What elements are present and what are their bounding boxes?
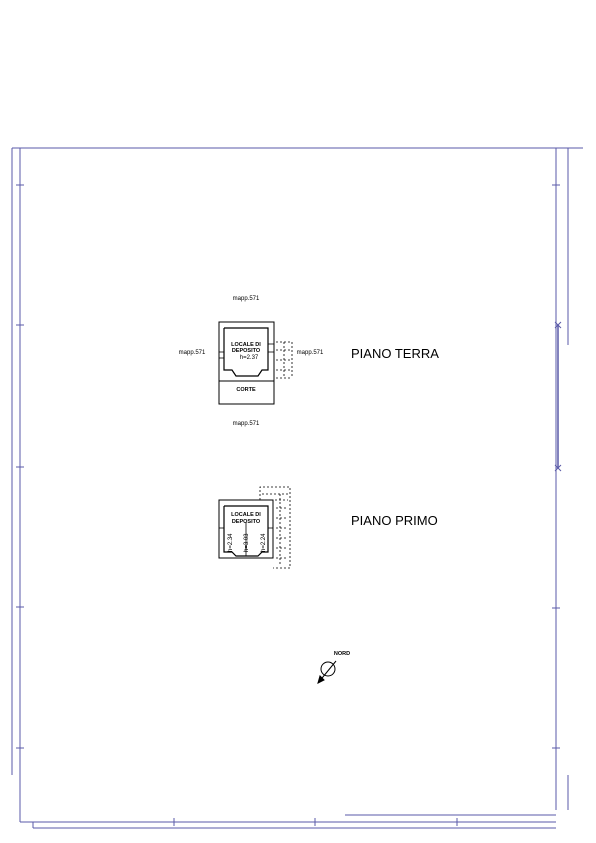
ground-parcel-left: mapp.571 — [179, 350, 206, 356]
first-height-left: h=2.34 — [228, 533, 234, 552]
north-label: NORD — [334, 651, 350, 657]
sheet-frame — [11, 147, 583, 829]
first-floor-title: PIANO PRIMO — [351, 513, 438, 528]
ground-floor-plan — [218, 321, 293, 405]
first-room-label-1: LOCALE DI — [231, 512, 261, 518]
first-room-label-2: DEPOSITO — [232, 519, 261, 525]
ground-room-height: h=2.37 — [240, 355, 259, 361]
first-floor-plan — [218, 486, 291, 569]
first-height-mid: h=3.03 — [244, 533, 250, 552]
ground-room-label-1: LOCALE DI — [231, 342, 261, 348]
first-height-right: h=2.24 — [261, 533, 267, 552]
ground-parcel-bottom: mapp.571 — [233, 421, 260, 427]
ground-parcel-right: mapp.571 — [297, 350, 324, 356]
north-arrow-icon — [317, 660, 337, 684]
ground-room-label-2: DEPOSITO — [232, 348, 261, 354]
ground-floor-title: PIANO TERRA — [351, 346, 439, 361]
ground-parcel-top: mapp.571 — [233, 296, 260, 302]
courtyard-label: CORTE — [236, 387, 256, 393]
